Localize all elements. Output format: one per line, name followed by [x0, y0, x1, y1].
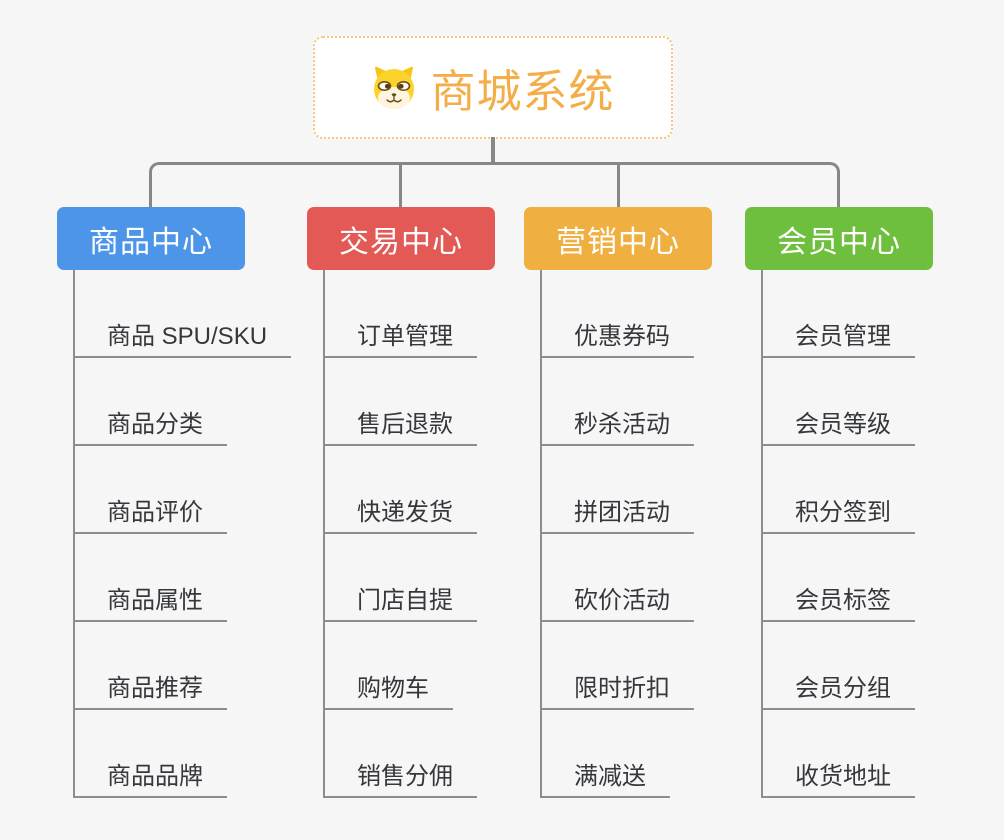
- leaf-node[interactable]: 会员管理: [763, 270, 915, 358]
- leaf-label: 订单管理: [357, 323, 453, 350]
- leaf-label: 商品评价: [107, 499, 203, 526]
- branch: 商品中心 商品 SPU/SKU 商品分类商品评价商品属性商品推荐商品品牌: [57, 207, 292, 798]
- leaf-label: 购物车: [357, 675, 429, 702]
- branch-children: 会员管理会员等级积分签到会员标签会员分组收货地址: [761, 270, 933, 798]
- leaf-node[interactable]: 门店自提: [325, 534, 477, 622]
- leaf-node[interactable]: 商品属性: [75, 534, 227, 622]
- branch-header[interactable]: 商品中心: [57, 207, 245, 270]
- branch-connector-drop: [399, 164, 402, 208]
- leaf-label: 商品推荐: [107, 675, 203, 702]
- leaf-node[interactable]: 商品 SPU/SKU: [75, 270, 292, 358]
- leaf-label: 商品属性: [107, 587, 203, 614]
- branch-header[interactable]: 会员中心: [745, 207, 933, 270]
- branch-children: 优惠券码秒杀活动拼团活动砍价活动限时折扣满减送: [540, 270, 712, 798]
- branch-label: 商品中心: [89, 225, 213, 259]
- leaf-node[interactable]: 优惠券码: [542, 270, 694, 358]
- leaf-label: 会员等级: [795, 411, 891, 438]
- leaf-node[interactable]: 销售分佣: [325, 710, 477, 798]
- branch-children: 订单管理售后退款快递发货门店自提购物车销售分佣: [323, 270, 495, 798]
- branch-label: 营销中心: [556, 225, 680, 259]
- root-label: 商城系统: [430, 66, 615, 117]
- branch: 交易中心 订单管理售后退款快递发货门店自提购物车销售分佣: [307, 207, 495, 798]
- leaf-label: 商品 SPU/SKU: [107, 323, 268, 350]
- leaf-label: 会员管理: [795, 323, 891, 350]
- root-connector-stub: [491, 137, 495, 165]
- leaf-label: 会员分组: [795, 675, 891, 702]
- leaf-node[interactable]: 秒杀活动: [542, 358, 694, 446]
- root-node[interactable]: 商城系统: [313, 36, 673, 139]
- leaf-label: 优惠券码: [574, 323, 670, 350]
- leaf-label: 积分签到: [795, 499, 891, 526]
- leaf-node[interactable]: 会员分组: [763, 622, 915, 710]
- branch-label: 交易中心: [339, 225, 463, 259]
- leaf-node[interactable]: 拼团活动: [542, 446, 694, 534]
- leaf-label: 收货地址: [795, 763, 891, 790]
- leaf-label: 快递发货: [357, 499, 453, 526]
- leaf-node[interactable]: 售后退款: [325, 358, 477, 446]
- leaf-node[interactable]: 收货地址: [763, 710, 915, 798]
- leaf-label: 门店自提: [357, 587, 453, 614]
- branch-header[interactable]: 营销中心: [524, 207, 712, 270]
- branch-connector-frame: [149, 162, 840, 208]
- leaf-label: 商品品牌: [107, 763, 203, 790]
- leaf-node[interactable]: 购物车: [325, 622, 453, 710]
- branch-header[interactable]: 交易中心: [307, 207, 495, 270]
- leaf-node[interactable]: 商品品牌: [75, 710, 227, 798]
- leaf-node[interactable]: 会员等级: [763, 358, 915, 446]
- leaf-node[interactable]: 满减送: [542, 710, 670, 798]
- branch-children: 商品 SPU/SKU 商品分类商品评价商品属性商品推荐商品品牌: [73, 270, 292, 798]
- branch-label: 会员中心: [777, 225, 901, 259]
- branch-connector-drop: [617, 164, 620, 208]
- leaf-node[interactable]: 商品分类: [75, 358, 227, 446]
- leaf-label: 秒杀活动: [574, 411, 670, 438]
- leaf-node[interactable]: 商品评价: [75, 446, 227, 534]
- leaf-node[interactable]: 快递发货: [325, 446, 477, 534]
- branch: 营销中心 优惠券码秒杀活动拼团活动砍价活动限时折扣满减送: [524, 207, 712, 798]
- leaf-label: 会员标签: [795, 587, 891, 614]
- leaf-label: 砍价活动: [574, 587, 670, 614]
- leaf-label: 限时折扣: [574, 675, 670, 702]
- leaf-label: 售后退款: [357, 411, 453, 438]
- leaf-label: 商品分类: [107, 411, 203, 438]
- leaf-node[interactable]: 砍价活动: [542, 534, 694, 622]
- leaf-node[interactable]: 订单管理: [325, 270, 477, 358]
- leaf-node[interactable]: 限时折扣: [542, 622, 694, 710]
- leaf-node[interactable]: 积分签到: [763, 446, 915, 534]
- leaf-label: 销售分佣: [357, 763, 453, 790]
- leaf-node[interactable]: 商品推荐: [75, 622, 227, 710]
- branch: 会员中心 会员管理会员等级积分签到会员标签会员分组收货地址: [745, 207, 933, 798]
- dog-face-icon: [374, 66, 415, 109]
- leaf-node[interactable]: 会员标签: [763, 534, 915, 622]
- leaf-label: 拼团活动: [574, 499, 670, 526]
- leaf-label: 满减送: [574, 763, 646, 790]
